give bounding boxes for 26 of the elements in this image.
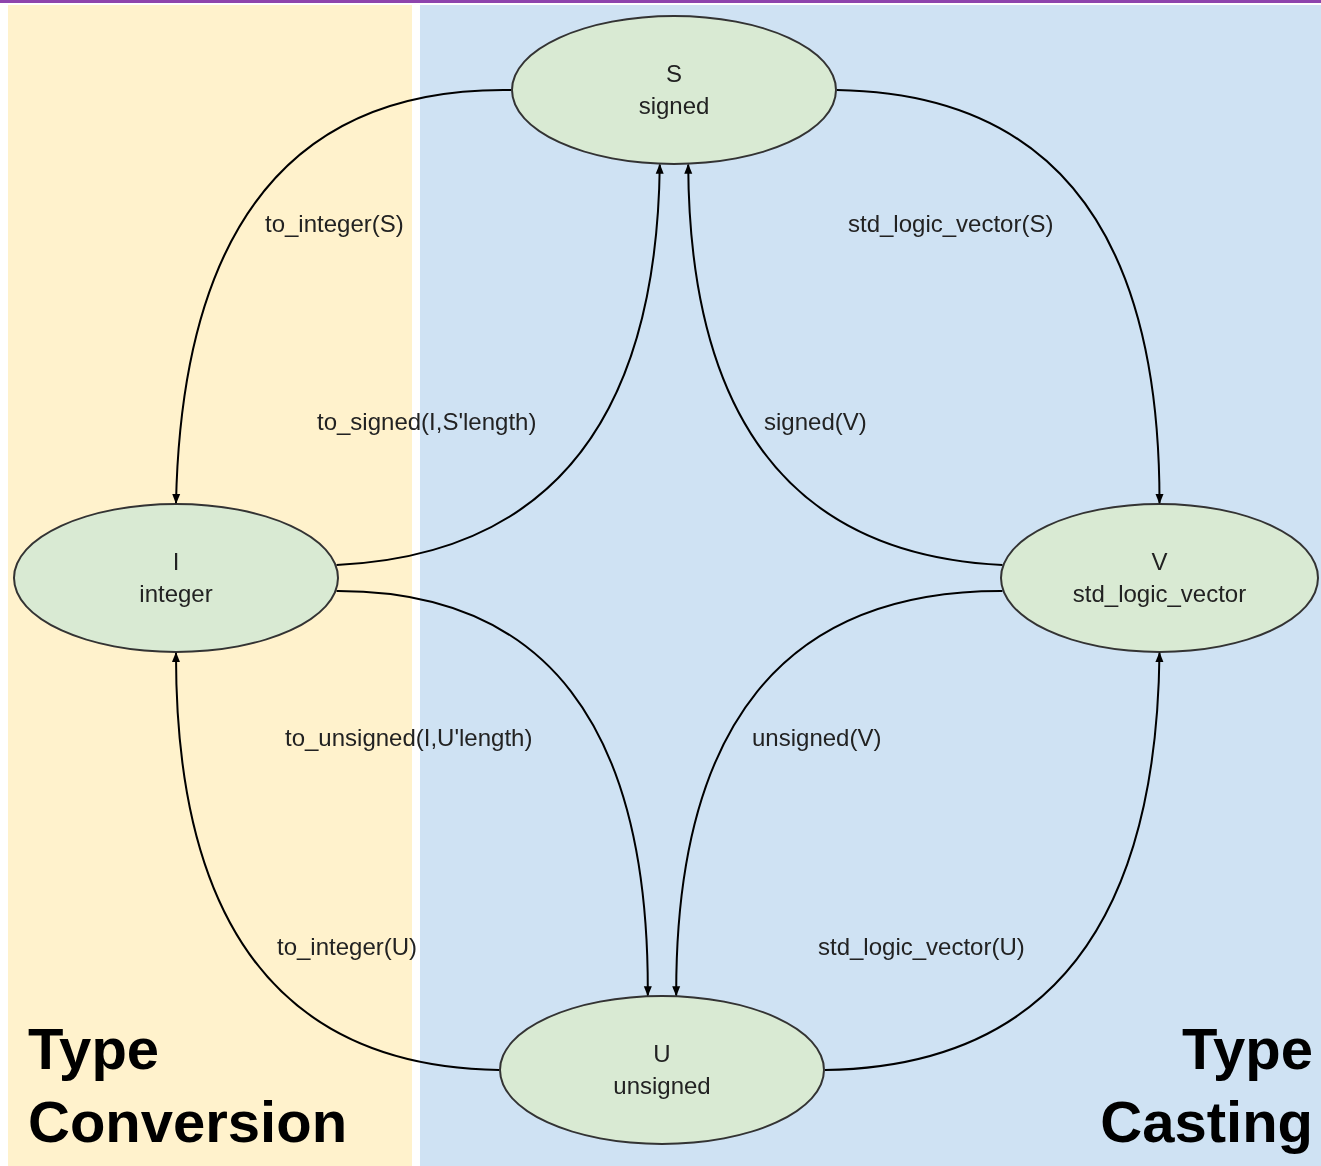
- type-symbol: V: [1151, 547, 1168, 577]
- type-symbol: I: [172, 547, 180, 577]
- type-name: unsigned: [613, 1071, 711, 1101]
- arrow: [335, 163, 664, 566]
- type-symbol: U: [653, 1039, 671, 1069]
- edge-label: std_logic_vector(S): [848, 209, 1054, 239]
- type-name: std_logic_vector: [1072, 579, 1247, 609]
- arrow: [684, 163, 1004, 566]
- arrow: [335, 590, 652, 997]
- arrow: [172, 89, 512, 504]
- arrow: [172, 652, 500, 1071]
- edge-label: std_logic_vector(U): [818, 932, 1025, 962]
- edge-label: to_integer(S): [265, 209, 404, 239]
- arrow: [824, 652, 1164, 1071]
- edge-label: to_integer(U): [277, 932, 418, 962]
- type-name: signed: [638, 91, 710, 121]
- arrow: [672, 590, 1004, 997]
- edge-label: signed(V): [764, 407, 867, 437]
- band-title: Type Casting: [1099, 1015, 1313, 1156]
- edge-label: to_unsigned(I,U'length): [285, 723, 533, 753]
- band-title: Type Conversion: [28, 1015, 349, 1156]
- type-symbol: S: [666, 59, 682, 89]
- type-name: integer: [139, 579, 213, 609]
- edge-label: unsigned(V): [752, 723, 882, 753]
- edge-label: to_signed(I,S'length): [317, 407, 537, 437]
- arrow: [836, 89, 1164, 504]
